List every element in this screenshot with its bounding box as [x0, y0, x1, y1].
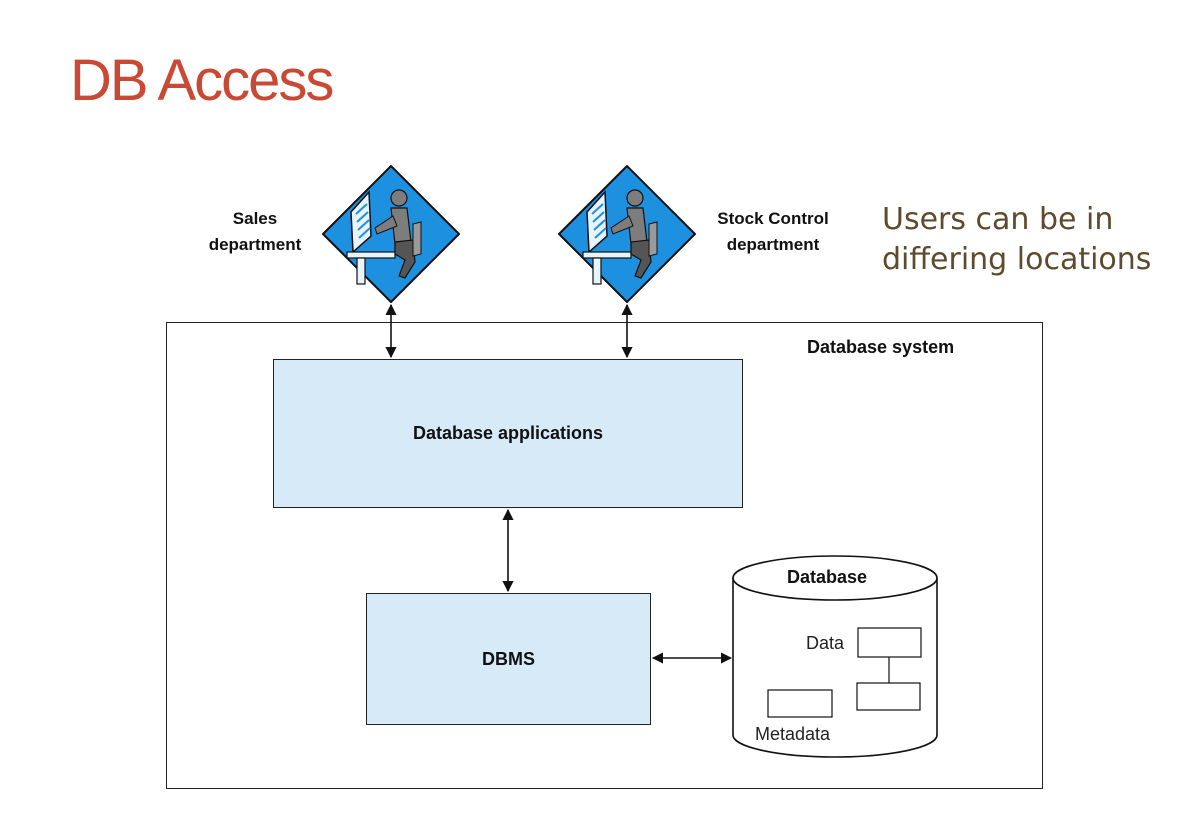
data-label: Data: [806, 633, 845, 653]
database-system-label: Database system: [807, 337, 955, 357]
database-applications-box: Database applications: [273, 359, 743, 508]
metadata-label: Metadata: [755, 724, 831, 744]
sales-label-line2: department: [208, 235, 302, 254]
database-system-box: [166, 322, 1043, 789]
sales-user-icon: [322, 165, 460, 303]
stock-label-line1: Stock Control: [717, 209, 829, 228]
dbms-label: DBMS: [482, 648, 535, 669]
metadata-box: [767, 689, 833, 718]
page-title: DB Access: [70, 48, 334, 113]
sales-department-label: Sales department: [196, 206, 314, 258]
data-box: [857, 627, 922, 658]
dbms-box: DBMS: [366, 593, 651, 725]
database-label: Database: [787, 567, 868, 587]
database-applications-label: Database applications: [412, 423, 604, 443]
users-note: Users can be in differing locations: [882, 200, 1151, 280]
data-box-child: [856, 682, 921, 711]
stock-control-user-icon: [558, 165, 696, 303]
users-note-line1: Users can be in: [882, 202, 1114, 237]
users-note-line2: differing locations: [882, 242, 1152, 277]
stock-label-line2: department: [726, 235, 820, 254]
stock-control-department-label: Stock Control department: [700, 206, 846, 258]
sales-label-line1: Sales: [232, 209, 278, 228]
